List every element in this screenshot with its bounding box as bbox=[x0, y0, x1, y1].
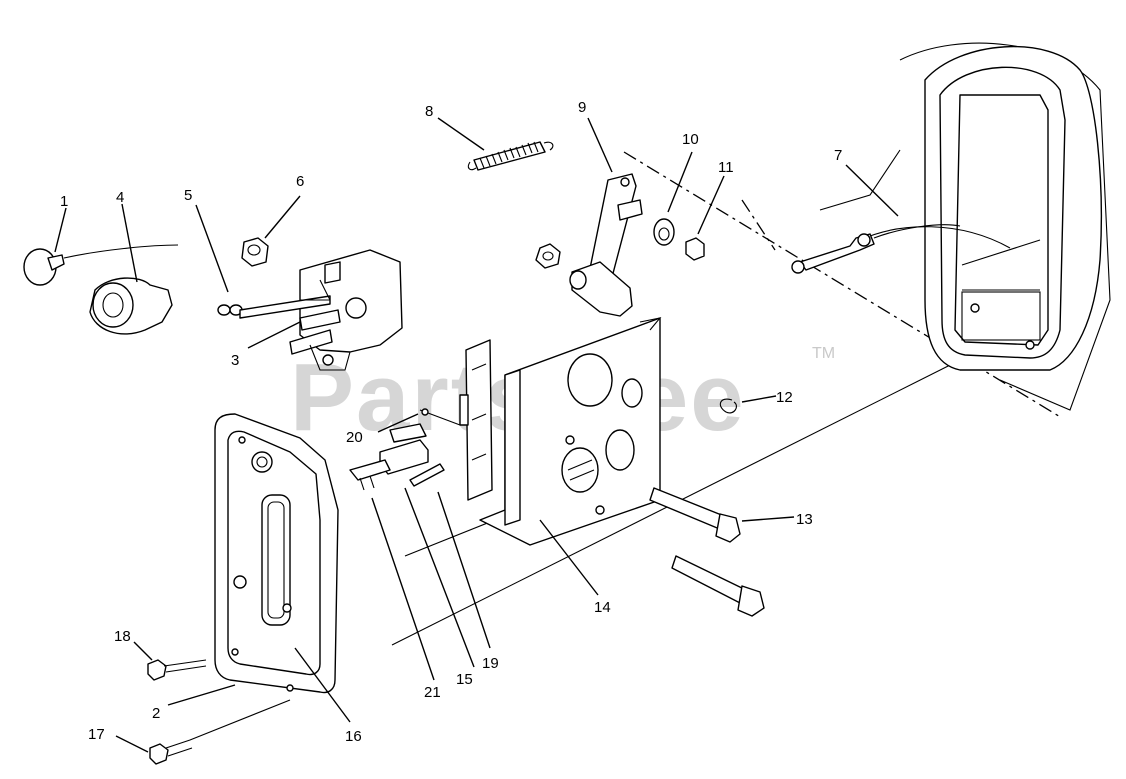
part-17-screw[interactable] bbox=[149, 699, 291, 765]
callout-2[interactable]: 2 bbox=[152, 705, 160, 722]
callout-12[interactable]: 12 bbox=[776, 389, 793, 406]
part-19-clip[interactable] bbox=[409, 463, 445, 487]
part-4-grommet[interactable] bbox=[89, 277, 173, 335]
part-21-switch-mount[interactable] bbox=[349, 459, 391, 491]
part-5-pin[interactable] bbox=[217, 304, 243, 316]
part-12-clip[interactable] bbox=[719, 398, 737, 414]
callout-13[interactable]: 13 bbox=[796, 511, 813, 528]
callout-21[interactable]: 21 bbox=[424, 684, 441, 701]
part-18-screw[interactable] bbox=[147, 659, 207, 681]
part-11-nut[interactable] bbox=[685, 237, 705, 261]
part-6-nut[interactable] bbox=[241, 237, 269, 267]
part-15-switch[interactable] bbox=[379, 423, 429, 475]
callout-9[interactable]: 9 bbox=[578, 99, 586, 116]
callout-3[interactable]: 3 bbox=[231, 352, 239, 369]
callout-labels: 1 2 3 4 5 6 7 8 9 10 11 12 13 14 15 16 1… bbox=[60, 99, 842, 745]
callout-19[interactable]: 19 bbox=[482, 655, 499, 672]
callout-17[interactable]: 17 bbox=[88, 726, 105, 743]
part-1-knob[interactable] bbox=[23, 244, 179, 286]
part-8-extension-spring[interactable] bbox=[467, 141, 554, 171]
leader-lines bbox=[54, 117, 899, 753]
callout-18[interactable]: 18 bbox=[114, 628, 131, 645]
callout-10[interactable]: 10 bbox=[682, 131, 699, 148]
watermark-trademark: TM bbox=[812, 345, 835, 362]
part-13-bolt-upper[interactable] bbox=[649, 487, 741, 543]
callout-15[interactable]: 15 bbox=[456, 671, 473, 688]
part-13-bolt-lower[interactable] bbox=[671, 555, 765, 617]
callout-7[interactable]: 7 bbox=[834, 147, 842, 164]
callout-16[interactable]: 16 bbox=[345, 728, 362, 745]
callout-14[interactable]: 14 bbox=[594, 599, 611, 616]
part-16-face-plate[interactable] bbox=[214, 413, 339, 694]
part-10-washer[interactable] bbox=[653, 218, 675, 246]
part-3-pivot-bracket[interactable] bbox=[239, 249, 403, 371]
callout-1[interactable]: 1 bbox=[60, 193, 68, 210]
part-20-screw[interactable] bbox=[419, 339, 493, 501]
callout-8[interactable]: 8 bbox=[425, 103, 433, 120]
part-7-cable[interactable] bbox=[791, 224, 961, 274]
callout-20[interactable]: 20 bbox=[346, 429, 363, 446]
callout-4[interactable]: 4 bbox=[116, 189, 124, 206]
part-9-lever-arm[interactable] bbox=[535, 173, 643, 317]
callout-11[interactable]: 11 bbox=[718, 159, 734, 176]
callout-6[interactable]: 6 bbox=[296, 173, 304, 190]
callout-5[interactable]: 5 bbox=[184, 187, 192, 204]
part-7-fender-housing[interactable] bbox=[819, 42, 1111, 411]
part-14-control-plate[interactable] bbox=[479, 317, 662, 546]
